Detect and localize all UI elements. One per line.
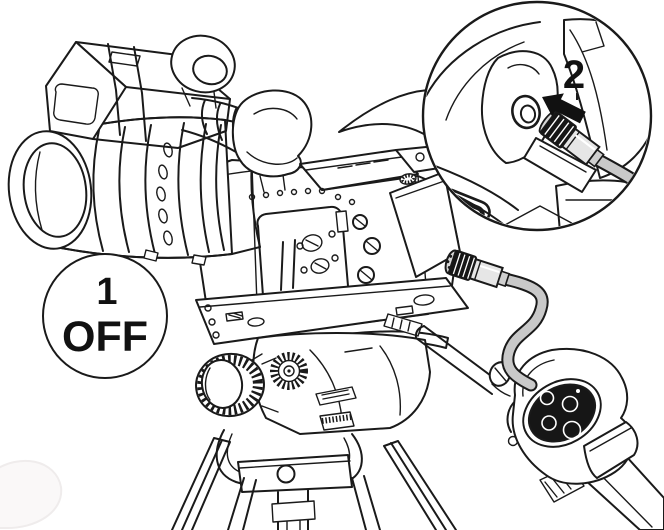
camcorder: [7, 34, 469, 345]
remote-button: [562, 420, 582, 440]
remote-cover: [583, 421, 639, 479]
tripod-legs: [171, 437, 457, 530]
tripod: [171, 313, 457, 530]
insert-arrow-icon: [542, 93, 586, 124]
step1-badge: 1 OFF: [42, 253, 168, 379]
remote-buttons: [539, 389, 582, 440]
center-column: [271, 489, 316, 530]
step2-number: 2: [563, 53, 585, 97]
base-plate: [195, 277, 469, 345]
remote-button: [539, 390, 555, 406]
switch: [335, 210, 349, 233]
step1-action-label: OFF: [62, 313, 148, 361]
tripod-head: [195, 313, 449, 493]
inset-connector: [538, 110, 605, 168]
jack-mount-plate: [523, 137, 597, 193]
tilt-gear-knob: [270, 352, 308, 390]
remote-button: [561, 395, 579, 413]
mic-strap: [107, 43, 147, 142]
remote-face: [528, 383, 596, 443]
cable-connector: [444, 249, 511, 289]
step1-circle: [42, 253, 168, 379]
lens-lever: [143, 249, 159, 262]
remote-control: [506, 347, 639, 503]
remote-button: [541, 415, 557, 431]
mic-holder-ring: [170, 34, 236, 109]
pan-bar-mount: [383, 313, 423, 337]
step1-number: 1: [96, 271, 117, 313]
speaker-slots: [280, 239, 296, 291]
lens-lever: [191, 254, 207, 266]
vent-holes: [248, 187, 356, 206]
pan-lock-knob: [195, 352, 279, 418]
head-label-plate: [315, 386, 357, 406]
print-artifact: [0, 459, 63, 530]
remote-cable: [494, 271, 549, 392]
remote-led: [576, 389, 580, 393]
